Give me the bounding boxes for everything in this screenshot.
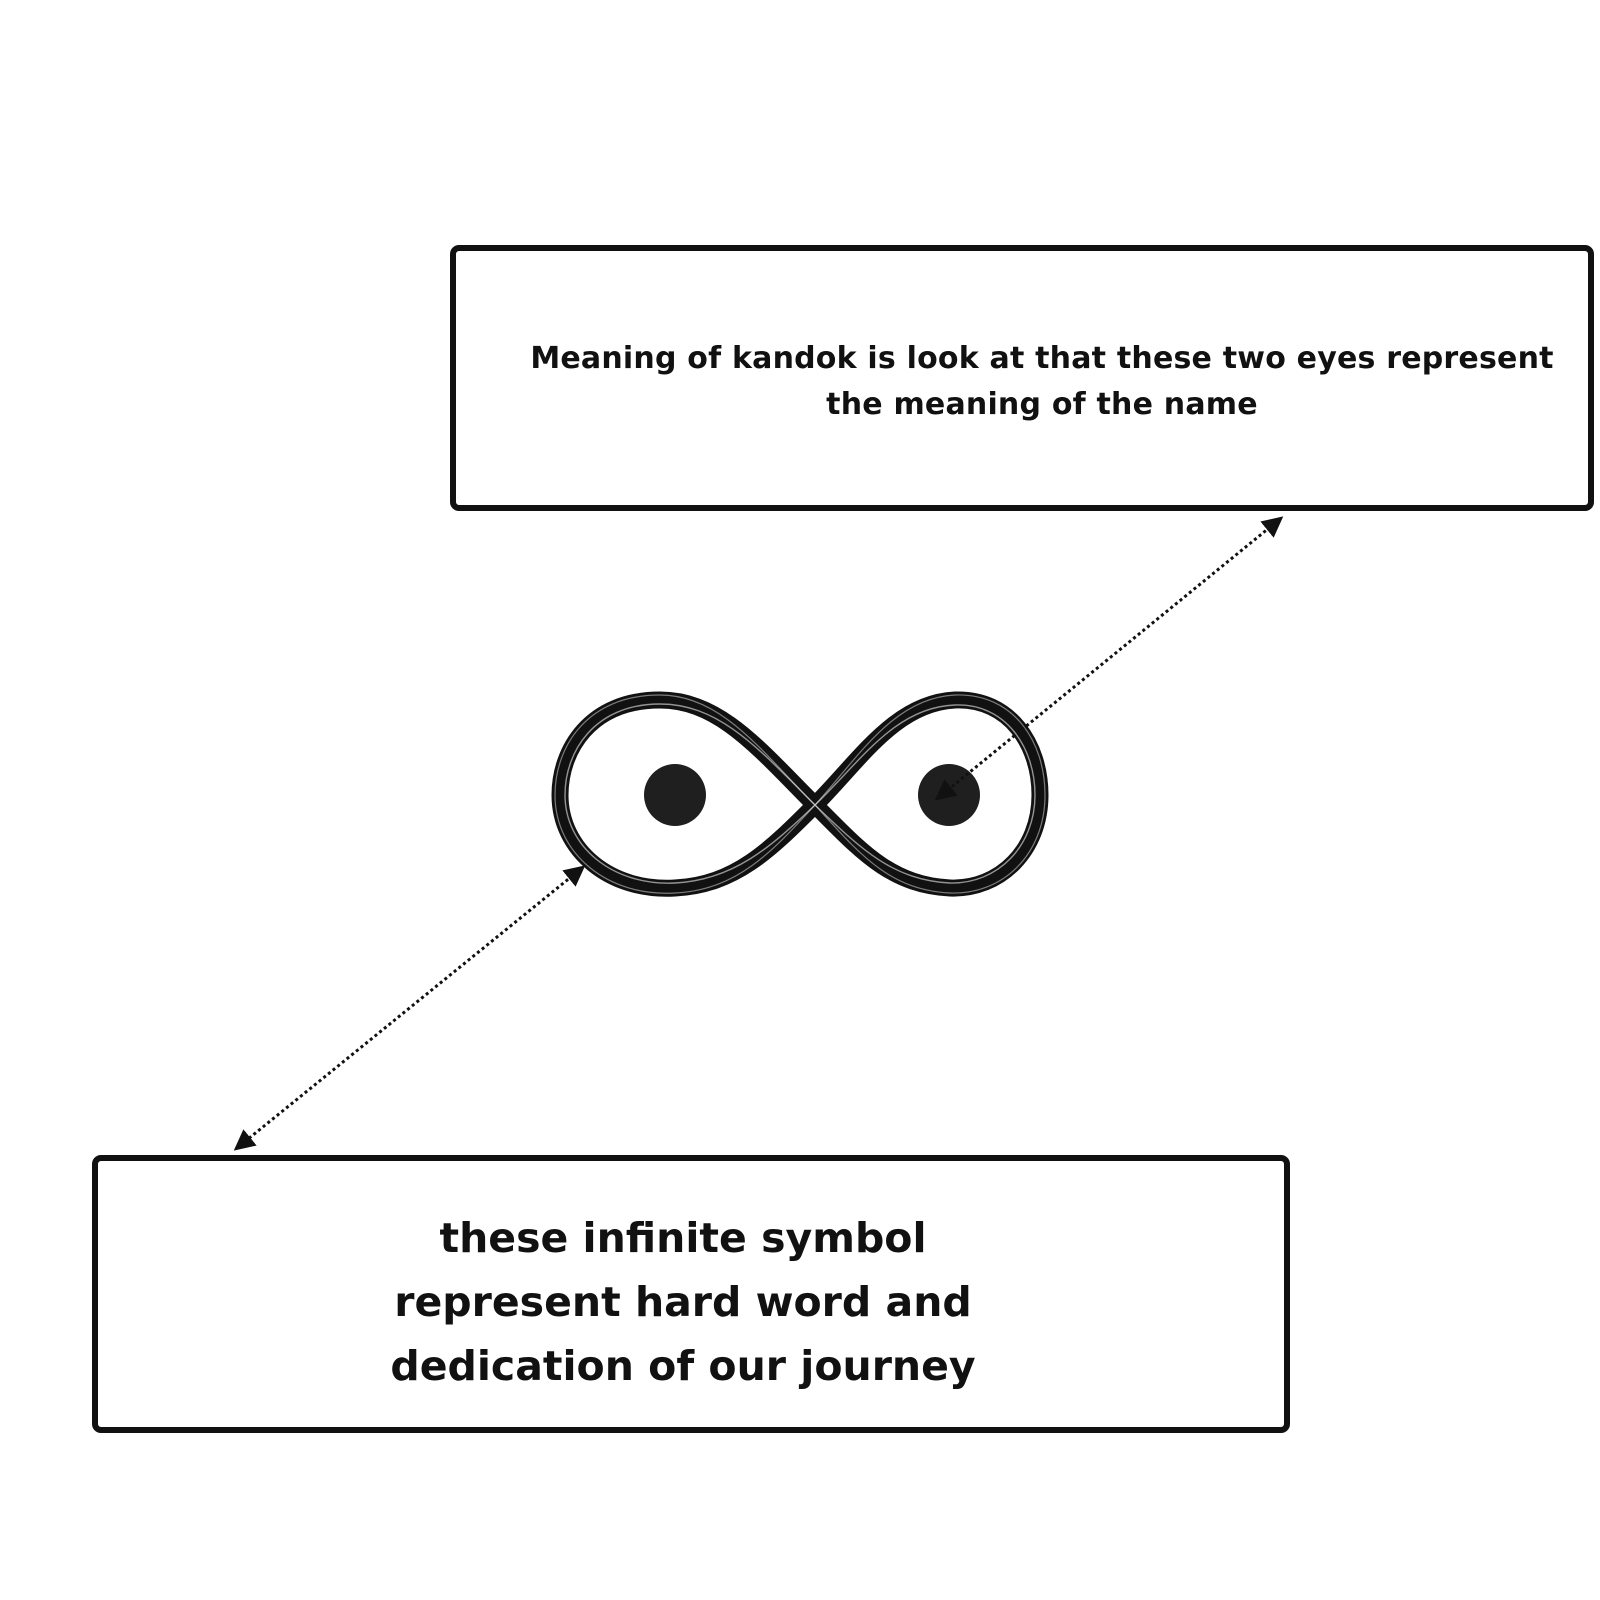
infinity-symbol bbox=[551, 691, 1049, 897]
bottom-callout-text: these infinite symbol represent hard wor… bbox=[390, 1214, 976, 1390]
infinity-eyes-icon bbox=[551, 691, 1049, 897]
left-eye-pupil bbox=[644, 764, 706, 826]
right-eye-pupil bbox=[918, 764, 980, 826]
top-callout-text: Meaning of kandok is look at that these … bbox=[530, 341, 1554, 422]
top-callout-box: Meaning of kandok is look at that these … bbox=[450, 245, 1594, 511]
bottom-callout-box: these infinite symbol represent hard wor… bbox=[92, 1155, 1290, 1433]
top-connector-arrow bbox=[934, 516, 1284, 801]
bottom-connector-arrow bbox=[233, 865, 586, 1151]
